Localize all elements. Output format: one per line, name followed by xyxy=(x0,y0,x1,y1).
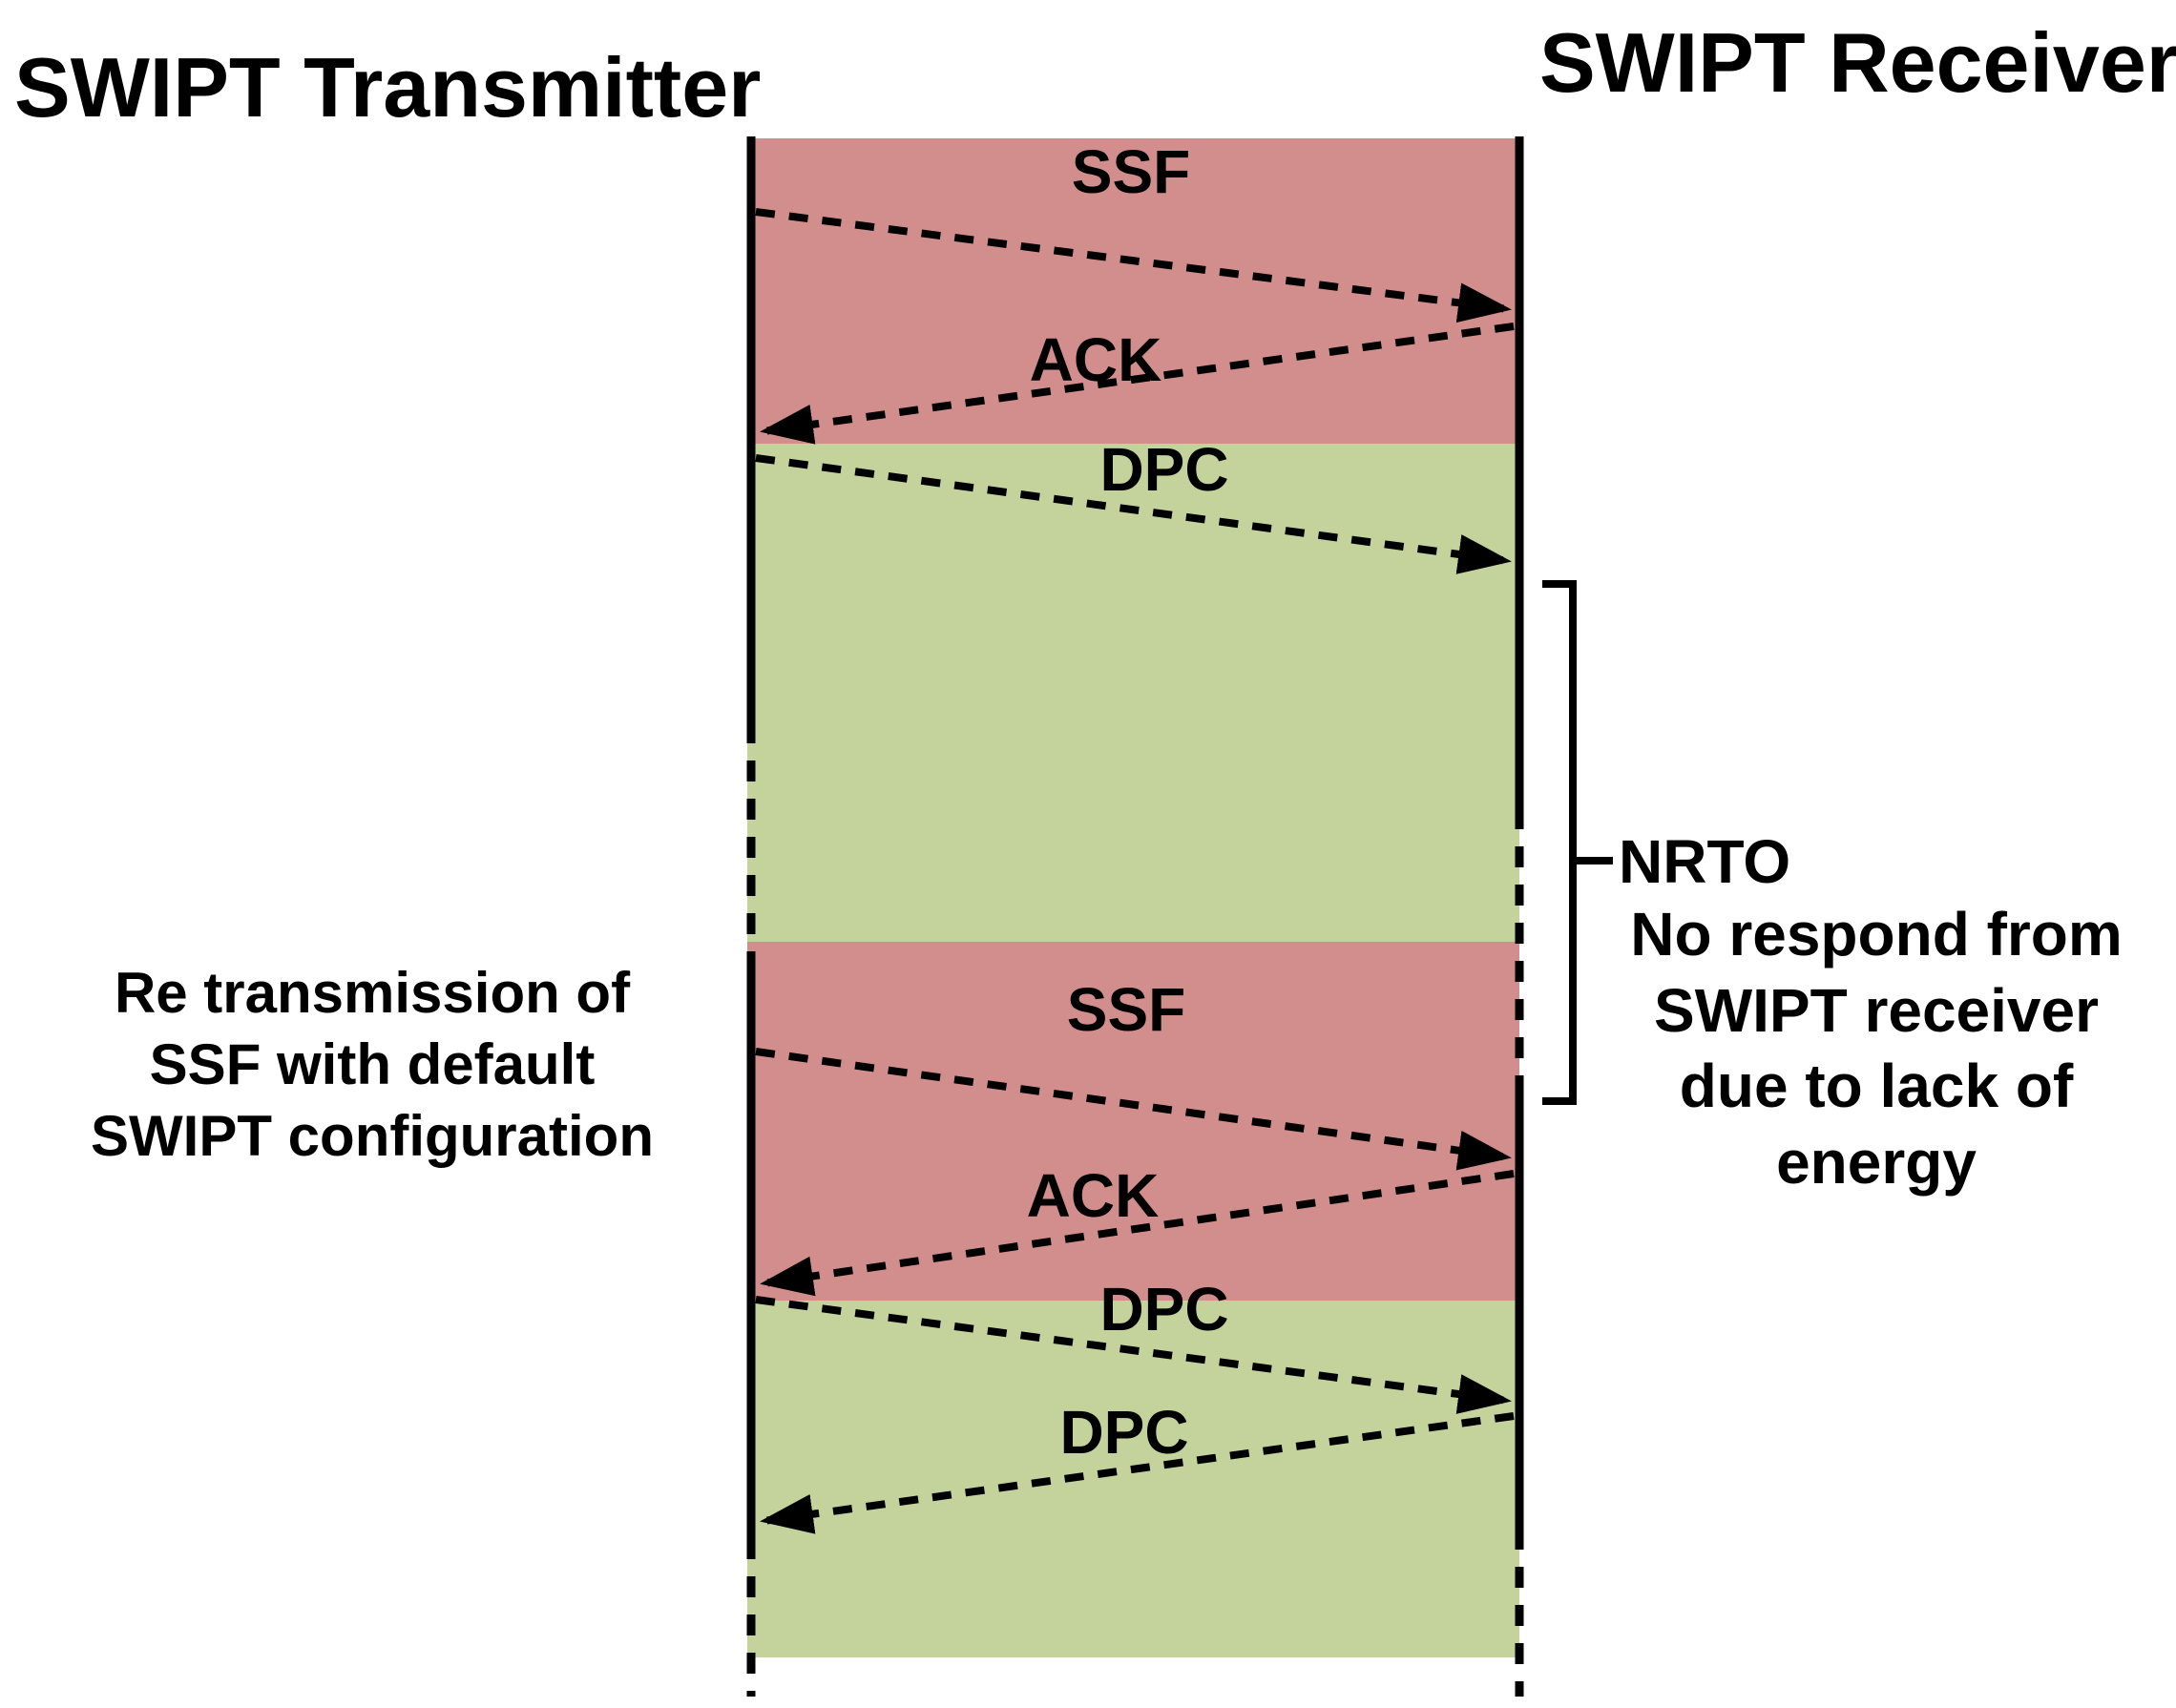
no-respond-note-line4: energy xyxy=(1776,1128,1977,1197)
no-respond-note: No respond from SWIPT receiver due to la… xyxy=(1630,900,2123,1197)
no-respond-note-line3: due to lack of xyxy=(1680,1052,2074,1120)
receiver-title: SWIPT Receiver xyxy=(1539,15,2176,110)
ssf1-message-label: SSF xyxy=(1072,137,1190,206)
retransmission-note: Re transmission of SSF with default SWIP… xyxy=(91,961,654,1168)
ssf2-message-arrow xyxy=(755,1048,1512,1171)
dpc3-message-label: DPC xyxy=(1059,1398,1188,1467)
no-respond-note-line2: SWIPT receiver xyxy=(1654,976,2099,1045)
ack1-message-arrow xyxy=(760,323,1515,445)
dpc2-message-label: DPC xyxy=(1099,1275,1228,1343)
ssf2-message-label: SSF xyxy=(1067,975,1185,1044)
energy-phase-band-2 xyxy=(747,1301,1519,1657)
transmitter-title: SWIPT Transmitter xyxy=(14,40,761,135)
ack1-message-label: ACK xyxy=(1030,325,1162,394)
ssf1-message-arrow xyxy=(755,208,1512,323)
ack2-message-arrow xyxy=(760,1170,1515,1297)
retransmission-note-line2: SSF with default xyxy=(150,1032,596,1096)
information-phase-band-2 xyxy=(747,942,1519,1301)
dpc1-message-arrow xyxy=(755,454,1512,574)
energy-phase-band-1 xyxy=(747,444,1519,942)
nrto-bracket xyxy=(1542,580,1613,1105)
ack2-message-label: ACK xyxy=(1027,1161,1160,1230)
nrto-label: NRTO xyxy=(1619,827,1790,896)
no-respond-note-line1: No respond from xyxy=(1630,900,2123,969)
dpc1-message-label: DPC xyxy=(1099,435,1228,504)
dpc2-message-arrow xyxy=(755,1296,1512,1414)
retransmission-note-line3: SWIPT configuration xyxy=(91,1104,654,1168)
dpc3-message-arrow xyxy=(760,1412,1515,1534)
retransmission-note-line1: Re transmission of xyxy=(115,961,631,1025)
